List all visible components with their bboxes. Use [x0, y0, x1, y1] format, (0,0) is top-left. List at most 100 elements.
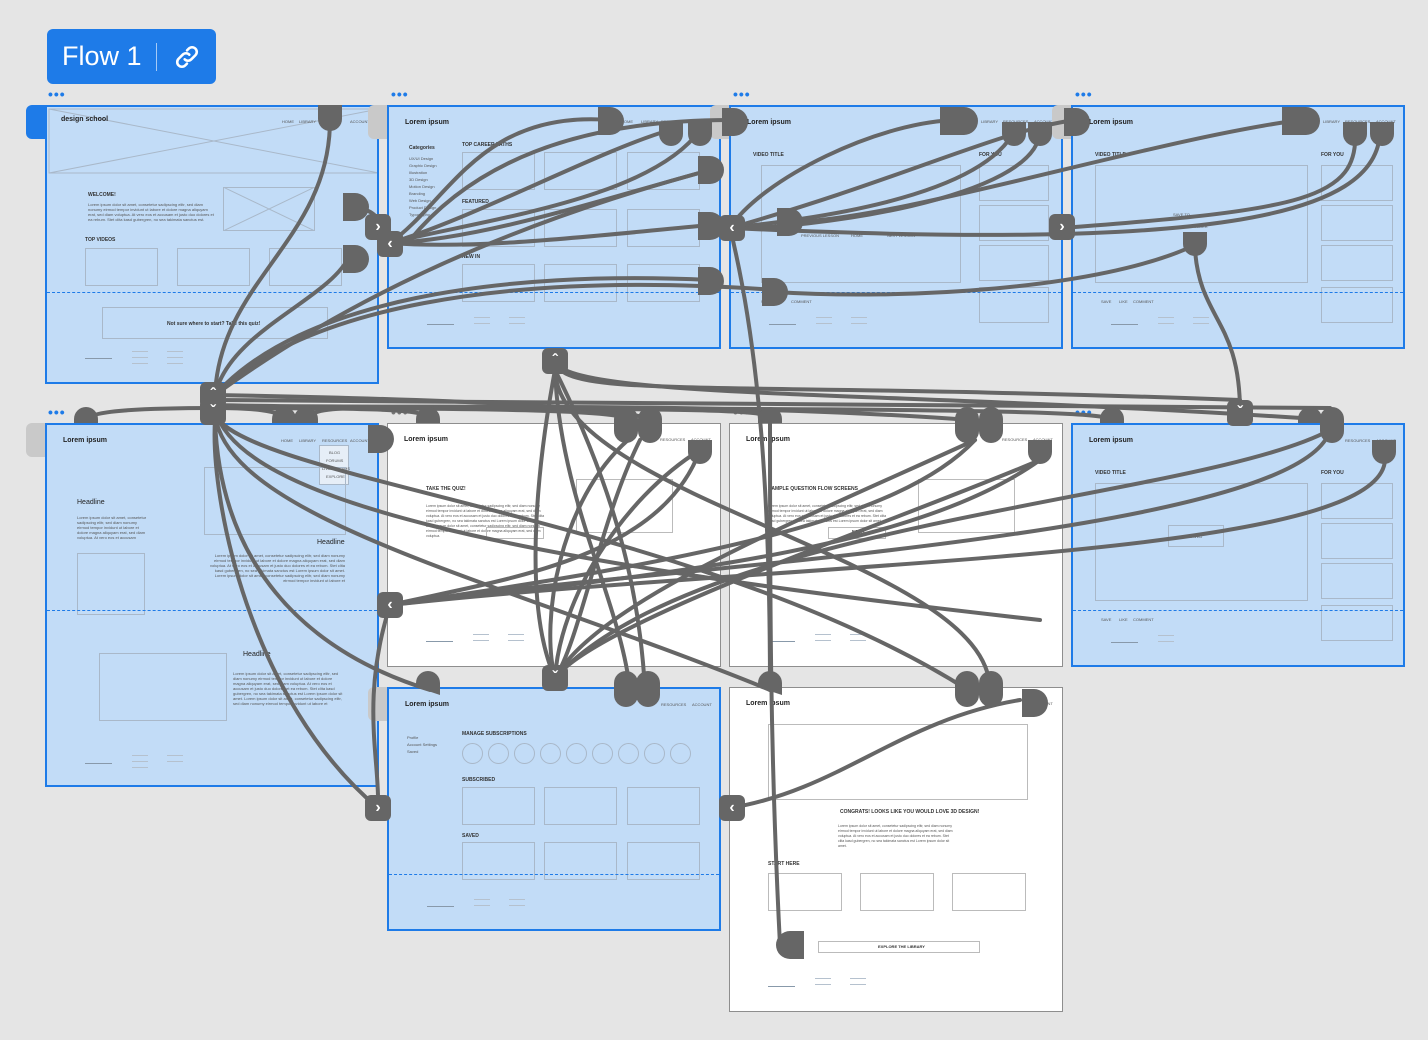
frame-quiz[interactable]: Lorem ipsum RESOURCES ACCOUNT TAKE THE Q… — [387, 423, 721, 667]
category-item[interactable]: Web Design — [409, 198, 431, 203]
frame-quiz-result[interactable]: Lorem ipsum ACCOUNT CONGRATS! LOOKS LIKE… — [729, 687, 1063, 1012]
subscription-avatar[interactable] — [540, 743, 561, 764]
home-button[interactable]: HOME — [851, 233, 863, 238]
nav-account[interactable]: ACCOUNT — [1034, 119, 1054, 124]
saved-card[interactable] — [627, 842, 700, 880]
chevron-up-icon[interactable]: ˆ — [542, 348, 568, 374]
category-item[interactable]: Product Design — [409, 205, 437, 210]
featured-card[interactable] — [544, 209, 617, 247]
suggested-video[interactable] — [1321, 165, 1393, 201]
suggested-video[interactable] — [979, 165, 1049, 201]
nav-account[interactable]: ACCOUNT — [692, 702, 712, 707]
subscription-avatar[interactable] — [566, 743, 587, 764]
nav-resources[interactable]: RESOURCES — [661, 702, 687, 707]
frame-sample-question[interactable]: Lorem ipsum RESOURCES ACCOUNT SAMPLE QUE… — [729, 423, 1063, 667]
nav-home[interactable]: HOME — [621, 119, 633, 124]
suggested-video[interactable] — [1321, 523, 1393, 559]
nav-resources[interactable]: RESOURCES — [1345, 438, 1371, 443]
chevron-down-icon[interactable]: ˇ — [1227, 400, 1253, 426]
flow-badge[interactable]: Flow 1 — [47, 29, 216, 84]
comment-action[interactable]: COMMENT — [1133, 617, 1154, 622]
saved-card[interactable] — [462, 842, 535, 880]
chevron-down-icon[interactable]: ˇ — [200, 399, 226, 425]
account-menu-item[interactable]: Profile — [407, 735, 419, 740]
frame-menu-dots[interactable]: ••• — [1075, 404, 1093, 420]
suggested-video[interactable] — [1321, 245, 1393, 281]
nav-resources[interactable]: RESOURCES — [1345, 119, 1371, 124]
account-menu-item[interactable]: Saved — [407, 749, 419, 754]
start-card[interactable] — [768, 873, 842, 911]
subscription-avatar[interactable] — [462, 743, 483, 764]
suggested-video[interactable] — [1321, 483, 1393, 519]
nav-account[interactable]: ACCOUNT — [692, 119, 712, 124]
chevron-left-icon[interactable]: ‹ — [377, 231, 403, 257]
saved-card[interactable] — [544, 842, 617, 880]
chevron-right-icon[interactable]: › — [1049, 214, 1075, 240]
frame-video[interactable]: Lorem ipsum LIBRARY RESOURCES ACCOUNT VI… — [729, 105, 1063, 349]
nav-home[interactable]: HOME — [282, 119, 294, 124]
chevron-right-icon[interactable]: › — [365, 795, 391, 821]
frame-resources[interactable]: Lorem ipsum HOME LIBRARY RESOURCES ACCOU… — [45, 423, 379, 787]
suggested-video[interactable] — [979, 245, 1049, 281]
subscription-avatar[interactable] — [618, 743, 639, 764]
video-player[interactable] — [761, 165, 961, 283]
category-item[interactable]: Illustration — [409, 170, 428, 175]
nav-library[interactable]: LIBRARY — [299, 119, 317, 124]
nav-account[interactable]: ACCOUNT — [1033, 701, 1053, 706]
frame-home[interactable]: design school HOME LIBRARY ACCOUNT WELCO… — [45, 105, 379, 384]
nav-library[interactable]: LIBRARY — [1323, 119, 1341, 124]
category-item[interactable]: Motion Design — [409, 184, 435, 189]
new-card[interactable] — [627, 264, 700, 302]
chevron-left-icon[interactable]: ‹ — [719, 795, 745, 821]
nav-library[interactable]: LIBRARY — [641, 119, 659, 124]
video-card[interactable] — [269, 248, 342, 286]
nav-resources[interactable]: RESOURCES — [660, 437, 686, 442]
nav-resources[interactable]: RESOURCES — [661, 119, 687, 124]
frame-account[interactable]: Lorem ipsum RESOURCES ACCOUNT Profile Ac… — [387, 687, 721, 931]
like-action[interactable]: LIKE — [1119, 617, 1128, 622]
suggested-video[interactable] — [1321, 563, 1393, 599]
nav-account[interactable]: ACCOUNT — [350, 119, 370, 124]
career-card[interactable] — [627, 152, 700, 190]
nav-resources[interactable]: RESOURCES — [1003, 119, 1029, 124]
chevron-left-icon[interactable]: ‹ — [719, 215, 745, 241]
dropdown-item[interactable]: BLOG — [329, 450, 341, 455]
suggested-video[interactable] — [1321, 205, 1393, 241]
start-button[interactable] — [486, 527, 544, 539]
account-menu-item[interactable]: Account Settings — [407, 742, 438, 747]
save-action[interactable]: SAVE — [1101, 617, 1112, 622]
frame-menu-dots[interactable]: ••• — [733, 404, 751, 420]
comment-action[interactable]: COMMENT — [1133, 299, 1154, 304]
new-card[interactable] — [544, 264, 617, 302]
nav-account[interactable]: ACCOUNT — [1033, 437, 1053, 442]
nav-library[interactable]: LIBRARY — [299, 438, 317, 443]
nav-home[interactable]: HOME — [281, 438, 293, 443]
category-item[interactable]: Graphic Design — [409, 163, 437, 168]
comment-action[interactable]: COMMENT — [791, 299, 812, 304]
category-item[interactable]: Branding — [409, 191, 426, 196]
featured-card[interactable] — [627, 209, 700, 247]
subscription-avatar[interactable] — [488, 743, 509, 764]
frame-menu-dots[interactable]: ••• — [48, 86, 66, 102]
subscription-avatar[interactable] — [592, 743, 613, 764]
new-card[interactable] — [462, 264, 535, 302]
save-action[interactable]: SAVE — [761, 299, 772, 304]
nav-resources[interactable]: RESOURCES — [322, 438, 348, 443]
career-card[interactable] — [544, 152, 617, 190]
suggested-video[interactable] — [1321, 287, 1393, 323]
frame-menu-dots[interactable]: ••• — [733, 86, 751, 102]
frame-menu-dots[interactable]: ••• — [48, 404, 66, 420]
suggested-video[interactable] — [979, 205, 1049, 241]
frame-library[interactable]: Lorem ipsum HOME LIBRARY RESOURCES ACCOU… — [387, 105, 721, 349]
subscribed-card[interactable] — [627, 787, 700, 825]
new-folder-button[interactable]: NEW FOLDER — [1181, 224, 1208, 229]
chevron-down-icon[interactable]: ˇ — [542, 665, 568, 691]
nav-account[interactable]: ACCOUNT — [1376, 438, 1396, 443]
explore-button-label[interactable]: EXPLORE THE LIBRARY — [878, 944, 925, 949]
frame-start-tab[interactable] — [26, 105, 48, 139]
frame-menu-dots[interactable]: ••• — [391, 404, 409, 420]
explore-button[interactable] — [818, 941, 980, 953]
nav-account[interactable]: ACCOUNT — [691, 437, 711, 442]
next-button-label[interactable]: NEXT — [852, 530, 866, 536]
video-card[interactable] — [177, 248, 250, 286]
